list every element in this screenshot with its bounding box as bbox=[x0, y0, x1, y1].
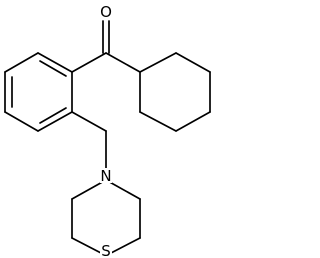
oxygen-label: O bbox=[100, 3, 112, 21]
nitrogen-label-mask bbox=[100, 168, 112, 183]
nitrogen-label: N bbox=[100, 167, 111, 185]
benzene-bond-1 bbox=[37, 52, 73, 73]
ring-to-carbonyl-bond bbox=[71, 52, 107, 73]
nitrogen-atom: N bbox=[100, 167, 112, 185]
thiomorpholine-bond-6 bbox=[71, 179, 107, 200]
sulfur-atom: S bbox=[100, 242, 112, 258]
carbonyl-group bbox=[71, 20, 141, 73]
methylene-linker bbox=[71, 111, 107, 171]
thiomorpholine-bond-1 bbox=[105, 179, 141, 200]
cyclohexane-bond-4 bbox=[175, 111, 211, 132]
thiomorpholine-ring bbox=[71, 179, 141, 254]
cyclohexane-bond-1 bbox=[139, 52, 177, 73]
cyclohexane-bond-5 bbox=[139, 111, 177, 132]
oxygen-atom: O bbox=[100, 3, 112, 21]
benzene-inner-bond-2 bbox=[39, 107, 67, 124]
sulfur-label-mask bbox=[100, 243, 112, 258]
benzene-bond-3 bbox=[37, 111, 73, 132]
ring-to-methylene-bond bbox=[71, 111, 107, 132]
carbonyl-to-cyclohexyl-bond bbox=[105, 52, 141, 73]
thiomorpholine-bond-4 bbox=[71, 237, 102, 254]
cyclohexane-ring bbox=[139, 52, 211, 132]
benzene-bond-4 bbox=[4, 111, 39, 132]
molecule-structure: O N S bbox=[4, 3, 211, 258]
benzene-bond-6 bbox=[4, 52, 39, 73]
benzene-inner-bond-1 bbox=[39, 60, 67, 77]
thiomorpholine-bond-3 bbox=[110, 237, 141, 254]
benzene-ring bbox=[4, 52, 73, 132]
oxygen-label-mask bbox=[100, 4, 112, 20]
sulfur-label: S bbox=[101, 242, 111, 258]
cyclohexane-bond-2 bbox=[175, 52, 211, 73]
